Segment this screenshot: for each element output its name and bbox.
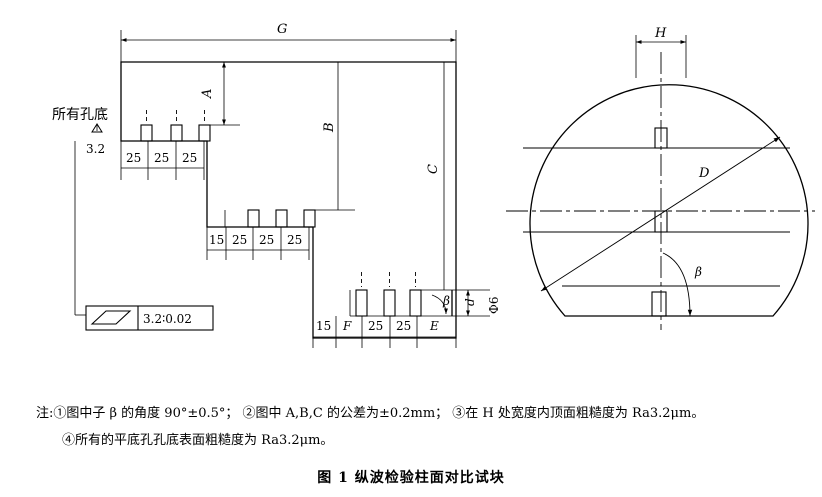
label-F: F: [342, 319, 352, 333]
dimension-lines: [74, 30, 470, 348]
svg-text:25: 25: [396, 319, 411, 333]
cylinder-outline: [529, 84, 809, 317]
label-d: d: [463, 298, 477, 306]
block-outline: [120, 61, 457, 339]
svg-text:15: 15: [209, 233, 224, 247]
svg-text:25: 25: [368, 319, 383, 333]
note-line-1: 注:①图中子 β 的角度 90°±0.5°； ②图中 A,B,C 的公差为±0.…: [36, 406, 705, 421]
flatness-frame: [85, 305, 214, 331]
label-G: G: [277, 22, 287, 37]
label-D: D: [698, 166, 710, 181]
label-hole-dia: Φ6: [487, 297, 501, 314]
drawing-labels: G A B C 所有孔底 3.2 25 25 25 15 25 25 25 15…: [52, 22, 710, 333]
svg-text:25: 25: [126, 151, 141, 165]
label-hole-bottom: 所有孔底: [52, 107, 108, 123]
figure-caption: 图 1 纵波检验柱面对比试块: [317, 470, 505, 486]
svg-text:25: 25: [182, 151, 197, 165]
flatness-icon: [90, 310, 132, 325]
svg-text:15: 15: [316, 319, 331, 333]
label-beta-side: β: [694, 265, 702, 279]
label-A: A: [200, 89, 215, 99]
label-C: C: [426, 164, 441, 174]
technical-drawing: G A B C 所有孔底 3.2 25 25 25 15 25 25 25 15…: [52, 22, 815, 348]
front-view: [74, 30, 490, 348]
side-view: [506, 35, 815, 330]
label-roughness: 3.2: [86, 142, 105, 156]
holes-tier2: [247, 209, 316, 228]
flatness-value: 3.2∶0.02: [143, 312, 192, 326]
note-line-2: ④所有的平底孔孔底表面粗糙度为 Ra3.2μm。: [62, 433, 334, 448]
label-E: E: [429, 319, 439, 333]
svg-text:25: 25: [259, 233, 274, 247]
label-H: H: [654, 26, 667, 41]
label-beta: β: [442, 294, 450, 308]
holes-tier1: [140, 110, 211, 142]
holes-tier3: [355, 272, 422, 317]
svg-text:25: 25: [154, 151, 169, 165]
svg-text:25: 25: [232, 233, 247, 247]
label-B: B: [322, 122, 337, 133]
svg-text:25: 25: [287, 233, 302, 247]
